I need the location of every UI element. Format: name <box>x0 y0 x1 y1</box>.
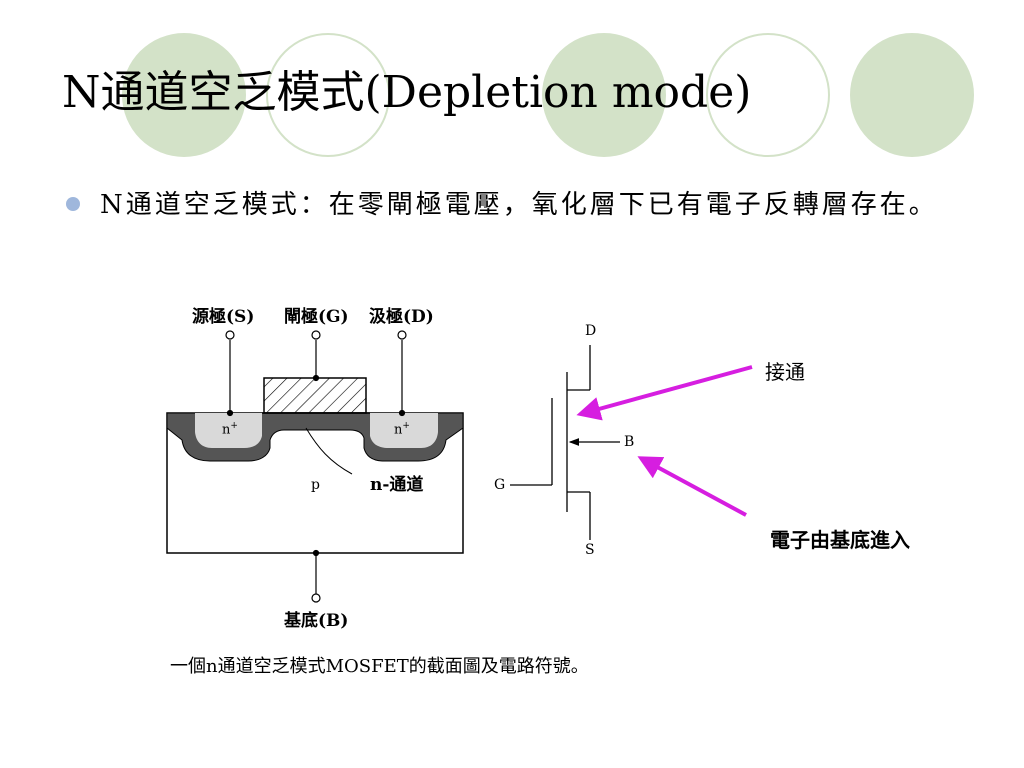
electrons-annotation: 電子由基底進入 <box>770 528 910 552</box>
bullet-dot <box>66 197 80 211</box>
on-annotation: 接通 <box>765 360 805 384</box>
decorative-circle <box>850 33 974 157</box>
n-plus-right-sup: + <box>402 421 410 431</box>
annotation-arrows <box>576 365 753 517</box>
gate-terminal <box>311 330 321 382</box>
drain-label: 汲極(D) <box>369 307 434 327</box>
n-plus-left-text: n <box>222 422 231 438</box>
n-plus-right-text: n <box>394 422 403 438</box>
decorative-ring <box>266 33 390 157</box>
decorative-circle <box>542 33 666 157</box>
n-plus-right-label: n+ <box>394 421 410 437</box>
channel-leader-line <box>305 427 353 475</box>
n-plus-left-region <box>195 413 262 448</box>
cross-section-diagram <box>166 330 464 603</box>
slide-title: N通道空乏模式(Depletion mode) <box>62 67 752 118</box>
bullet-text: N通道空乏模式：在零閘極電壓，氧化層下已有電子反轉層存在。 <box>100 190 938 220</box>
decorative-circle <box>122 33 246 157</box>
channel-label: n-通道 <box>370 475 424 495</box>
symbol-body-label: B <box>624 434 635 450</box>
mosfet-circuit-symbol <box>510 345 620 540</box>
drain-terminal <box>397 330 407 417</box>
source-label: 源極(S) <box>192 307 255 327</box>
n-plus-left-sup: + <box>230 421 238 431</box>
gate-label: 閘極(G) <box>284 307 349 327</box>
symbol-gate-label: G <box>494 477 506 493</box>
substrate-terminal <box>311 549 321 603</box>
figure-caption: 一個n通道空乏模式MOSFET的截面圖及電路符號。 <box>170 656 589 677</box>
gate-electrode <box>263 377 367 414</box>
n-plus-right-region <box>370 413 438 448</box>
p-label: p <box>311 477 320 493</box>
symbol-source-label: S <box>585 542 595 558</box>
symbol-drain-label: D <box>585 323 597 339</box>
n-plus-left-label: n+ <box>222 421 238 437</box>
substrate-label: 基底(B) <box>284 611 349 631</box>
source-terminal <box>225 330 235 417</box>
decorative-ring <box>706 33 830 157</box>
